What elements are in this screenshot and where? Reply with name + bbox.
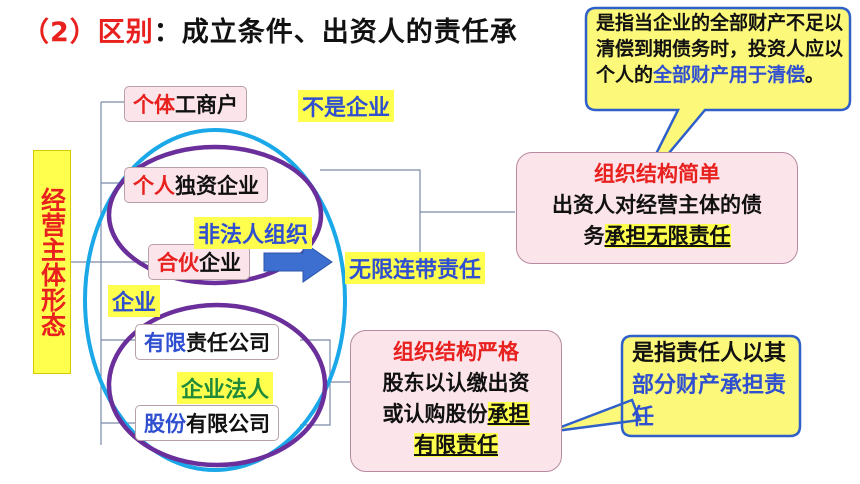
box-strict-structure: 组织结构严格 股东以认缴出资 或认购股份承担 有限责任 [350, 330, 562, 472]
bracket-top-group [320, 169, 421, 256]
label-enterprise: 企业 [108, 285, 161, 317]
box-simple-heading: 组织结构简单 [594, 162, 720, 186]
entity-individual-black: 工商户 [175, 93, 238, 117]
box-strict-line1: 股东以认缴出资 [382, 371, 530, 395]
box-strict-line2-plain: 或认购股份 [382, 402, 488, 426]
entity-llc: 有限责任公司 [135, 324, 279, 360]
box-simple-line1: 出资人对经营主体的债 [552, 193, 762, 217]
box-simple-line2-plain: 务 [583, 224, 605, 248]
entity-llc-blue: 有限 [144, 331, 186, 355]
entity-sole-proprietorship: 个人独资企业 [124, 167, 268, 203]
ellipse-non-legal [106, 144, 324, 286]
box-simple-structure: 组织结构简单 出资人对经营主体的债 务承担无限责任 [516, 152, 798, 264]
callout-bottom-black: 是指责任人以其 [632, 341, 787, 366]
entity-joint-stock: 股份有限公司 [135, 405, 279, 441]
callout-top-black1: 是指当企业的全部财产不足以清偿到期债务时，投资人应以个人的 [596, 12, 844, 86]
vertical-label-business-forms: 经营主体形态 [33, 150, 71, 374]
entity-individual-red: 个体 [133, 93, 175, 117]
title-rest: ：成立条件、出资人的责任承 [153, 17, 518, 48]
entity-partnership-black: 企业 [199, 251, 241, 275]
label-not-enterprise: 不是企业 [298, 90, 395, 122]
entity-joint-blue: 股份 [144, 412, 186, 436]
callout-top-shape [584, 6, 852, 191]
entity-partnership-red: 合伙 [157, 251, 199, 275]
label-legal-person: 企业法人 [177, 372, 274, 404]
box-simple-line2: 务承担无限责任 [517, 221, 797, 252]
entity-sole-black: 独资企业 [175, 174, 259, 198]
box-strict-line2-highlight: 承担 [487, 402, 530, 426]
ellipse-enterprise [83, 128, 347, 472]
box-simple-line2-highlight: 承担无限责任 [604, 224, 731, 248]
entity-joint-black: 有限公司 [186, 412, 270, 436]
box-strict-heading: 组织结构严格 [393, 340, 519, 364]
callout-bottom-blue: 部分财产承担责任 [632, 373, 787, 430]
slide-title: （2）区别：成立条件、出资人的责任承 [22, 10, 518, 49]
label-unlimited-liability: 无限连带责任 [345, 252, 486, 284]
callout-top-blue: 全部财产用于清偿 [653, 64, 806, 86]
ellipse-legal [106, 302, 328, 468]
label-non-legal-person: 非法人组织 [194, 217, 313, 249]
entity-sole-red: 个人 [133, 174, 175, 198]
box-strict-line3: 有限责任 [351, 430, 561, 461]
title-prefix: （2）区别 [22, 17, 154, 48]
entity-individual-business: 个体工商户 [124, 86, 247, 122]
entity-llc-black: 责任公司 [186, 331, 270, 355]
callout-bottom-shape [547, 334, 802, 438]
entity-partnership: 合伙企业 [148, 244, 250, 280]
box-strict-line2: 或认购股份承担 [351, 399, 561, 430]
callout-top-black2: 。 [805, 64, 825, 86]
box-strict-line3-highlight: 有限责任 [414, 433, 498, 457]
callout-top-text: 是指当企业的全部财产不足以清偿到期债务时，投资人应以个人的全部财产用于清偿。 [596, 10, 844, 88]
callout-bottom-text: 是指责任人以其部分财产承担责任 [632, 338, 798, 434]
arrow-unlimited [263, 241, 333, 283]
